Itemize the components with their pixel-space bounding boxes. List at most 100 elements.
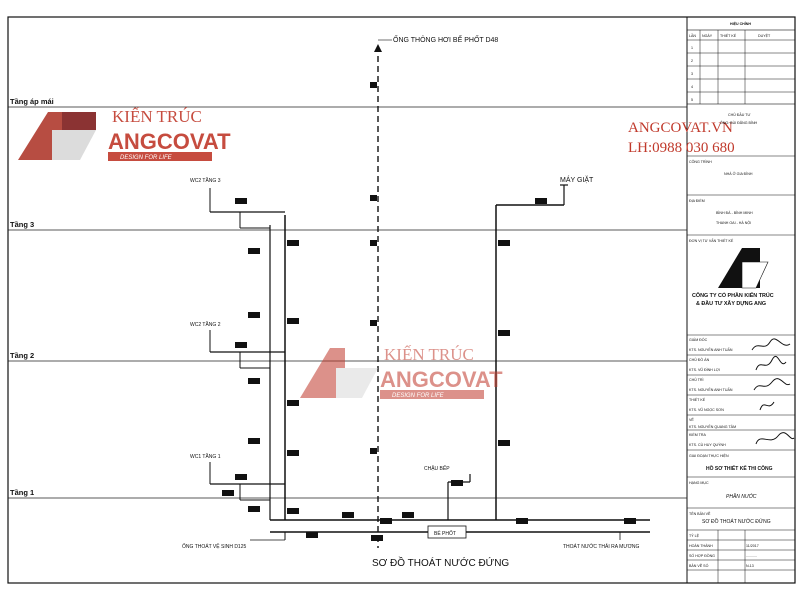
wc2-f3-label: WC2 TẦNG 3 — [190, 177, 221, 184]
pipe-tag — [248, 248, 260, 254]
pipe-tag — [516, 518, 528, 524]
pipe-tag — [222, 490, 234, 496]
drain-outlet-label: THOÁT NƯỚC THẢI RA MƯƠNG — [563, 543, 639, 550]
sheet-border — [7, 16, 796, 584]
contract-label: SỐ HỢP ĐỒNG — [689, 553, 715, 558]
wc1-f1-label: WC1 TẦNG 1 — [190, 453, 221, 460]
category-value: PHẦN NƯỚC — [726, 493, 757, 500]
center-watermark-brand: ANGCOVAT — [380, 367, 503, 392]
vent-pipe-label: ỐNG THÔNG HƠI BỂ PHỐT D48 — [393, 34, 498, 44]
vent-pipe: ỐNG THÔNG HƠI BỂ PHỐT D48 — [374, 34, 498, 548]
pipe-tag — [306, 532, 318, 538]
brand-mark-dark — [62, 112, 96, 130]
company-line2: & ĐẦU TƯ XÂY DỰNG ANG — [696, 300, 766, 307]
rev-row-4: 4 — [691, 85, 693, 89]
signer-role-4: THIẾT KẾ — [689, 397, 706, 402]
floor-label-roof: Tầng áp mái — [10, 97, 54, 106]
center-brand-mark-shade — [336, 368, 378, 398]
owner-value: ÔNG: BÙI ĐĂNG BÌNH — [720, 120, 758, 125]
signature-icon — [755, 432, 795, 445]
category-label: HẠNG MỤC — [689, 481, 709, 485]
company-line1: CÔNG TY CỔ PHẦN KIẾN TRÚC — [692, 291, 774, 299]
signer-role-2: CHỦ ĐỒ ÁN — [689, 357, 710, 362]
pipe-tag — [498, 240, 510, 246]
signature-icon — [759, 401, 775, 411]
signature-icon — [751, 338, 791, 351]
contract-value: ........... — [746, 554, 757, 558]
diagram-title: SƠ ĐỒ THOÁT NƯỚC ĐỨNG — [372, 556, 509, 569]
watermark-logo-top: KIẾN TRÚC ANGCOVAT DESIGN FOR LIFE — [18, 107, 231, 161]
consultant-label: ĐƠN VỊ TƯ VẤN THIẾT KẾ — [689, 238, 734, 243]
floor-label-3: Tầng 3 — [10, 220, 34, 229]
stage-value: HỒ SƠ THIẾT KẾ THI CÔNG — [706, 464, 773, 472]
pipe-tag — [370, 195, 377, 201]
rev-row-5: 5 — [691, 98, 693, 102]
pipe-tag — [370, 320, 377, 326]
pipe-tag — [535, 198, 547, 204]
pipe-tag — [370, 240, 377, 246]
signature-icon — [753, 378, 791, 391]
floor-lines: Tầng áp mái Tầng 3 Tầng 2 Tầng 1 — [8, 97, 687, 499]
signer-name-3: KTS. NGUYỄN ANH TUẤN — [689, 387, 733, 392]
project-label: CÔNG TRÌNH — [689, 159, 712, 164]
pipe-tag — [624, 518, 636, 524]
washing-machine-label: MÁY GIẶT — [560, 175, 594, 184]
collector-pipes: ỐNG THOÁT VỆ SINH D125 CHẬU BẾP BỂ PHỐT … — [182, 465, 650, 550]
done-label: HOÀN THÀNH — [689, 544, 713, 548]
revision-table — [686, 29, 796, 105]
drawing-value: SƠ ĐỒ THOÁT NƯỚC ĐỨNG — [702, 518, 771, 525]
rev-col-1: LẦN — [689, 34, 696, 38]
signer-name-5: KTS. NGUYỄN QUANG TÂM — [689, 424, 736, 429]
pipe-tag — [402, 512, 414, 518]
stage-label: GIAI ĐOẠN THỰC HIỆN — [689, 453, 729, 458]
signer-role-3: CHỦ TRÌ — [689, 377, 704, 382]
center-brand-mark-icon — [300, 348, 345, 398]
pipe-tag — [370, 448, 377, 454]
pipe-tag — [498, 440, 510, 446]
pipe-tag — [248, 506, 260, 512]
signer-role-6: KIỂM TRA — [689, 432, 707, 437]
floor-label-1: Tầng 1 — [10, 488, 34, 497]
signer-rows: GIÁM ĐỐC KTS. NGUYỄN ANH TUẤN CHỦ ĐỒ ÁN … — [687, 337, 795, 451]
pipe-tag — [287, 450, 299, 456]
drawing-label: TÊN BẢN VẼ — [689, 511, 711, 516]
owner-label: CHỦ ĐẦU TƯ — [728, 112, 751, 117]
pipe-tag — [235, 198, 247, 204]
signer-role-1: GIÁM ĐỐC — [689, 337, 708, 342]
rev-row-3: 3 — [691, 72, 693, 76]
pipe-tag — [287, 318, 299, 324]
floor-label-2: Tầng 2 — [10, 351, 34, 360]
brand-mark-shade — [52, 130, 96, 160]
pipe-tag — [248, 312, 260, 318]
pipe-tag — [342, 512, 354, 518]
location-line2: THANH OAI - HÀ NỘI — [716, 220, 751, 225]
pipe-tag — [287, 240, 299, 246]
center-watermark-top: KIẾN TRÚC — [384, 345, 474, 364]
rev-col-4: DUYỆT — [758, 33, 771, 38]
pipe-tag — [498, 330, 510, 336]
toilet-drain-label: ỐNG THOÁT VỆ SINH D125 — [182, 542, 246, 550]
septic-tank-box — [427, 525, 467, 539]
brand-mark-icon — [18, 112, 62, 160]
rev-col-2: NGÀY — [702, 34, 713, 38]
pipe-tag — [371, 535, 383, 541]
pipe-tag — [380, 518, 392, 524]
scale-label: TỶ LỆ — [689, 533, 700, 538]
sheet-label: BẢN VẼ SỐ — [689, 563, 709, 568]
signer-name-4: KTS. VŨ NGỌC SƠN — [689, 407, 724, 412]
company-logo-shade — [741, 261, 769, 289]
pipe-tag — [235, 474, 247, 480]
rev-col-3: THIẾT KẾ — [720, 33, 737, 38]
contact-phone: LH:0988 030 680 — [628, 140, 735, 156]
septic-tank-label: BỂ PHỐT — [434, 530, 456, 537]
watermark-brand: ANGCOVAT — [108, 129, 231, 154]
sheet-value: N-13 — [746, 564, 754, 568]
center-watermark-tagline: DESIGN FOR LIFE — [392, 393, 445, 399]
wc2-f2-label: WC2 TẦNG 2 — [190, 321, 221, 328]
revision-header: HIỆU CHỈNH — [730, 21, 751, 26]
watermark-tagline: DESIGN FOR LIFE — [120, 155, 173, 161]
watermark-top-line: KIẾN TRÚC — [112, 107, 202, 126]
pipe-size-tags — [222, 82, 636, 541]
